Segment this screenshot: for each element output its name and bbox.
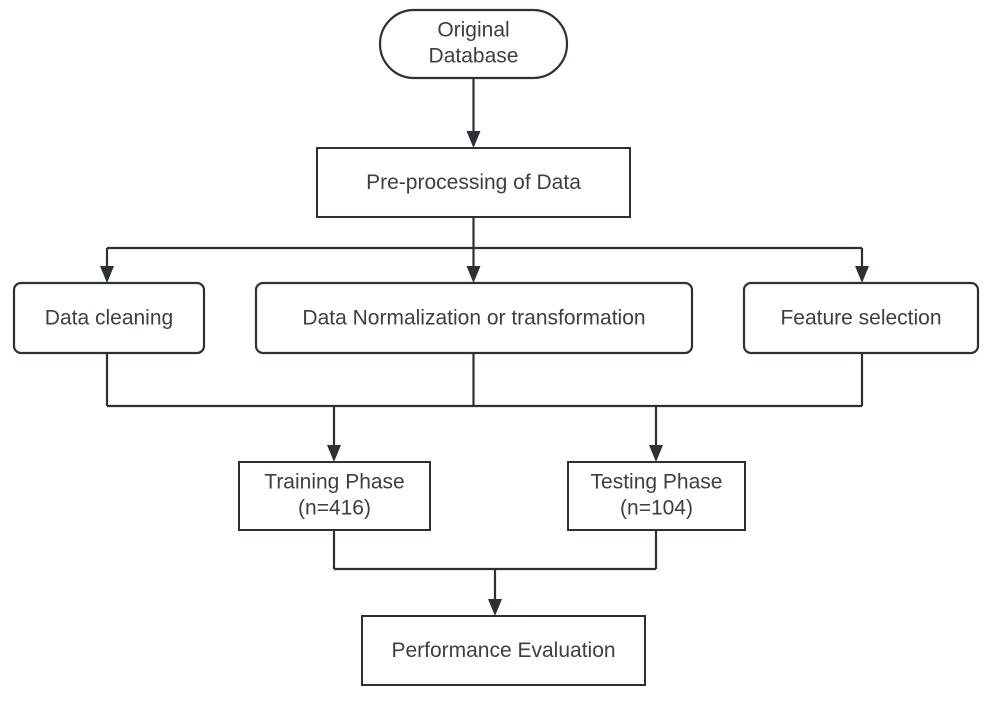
edge-preprocessing-to-feature-selection xyxy=(855,266,869,283)
node-feature-selection-shape[interactable] xyxy=(742,281,980,355)
node-preprocessing-shape[interactable] xyxy=(316,147,631,218)
arrow-head-icon xyxy=(488,599,502,616)
edge-merge-to-testing-phase xyxy=(649,445,663,462)
node-training-phase[interactable]: Training Phase (n=416) xyxy=(238,461,431,531)
node-feature-selection[interactable]: Feature selection xyxy=(742,281,980,355)
edge-phases-to-performance-evaluation xyxy=(332,530,658,616)
arrow-head-icon xyxy=(327,445,341,462)
node-testing-phase[interactable]: Testing Phase (n=104) xyxy=(567,461,746,531)
node-preprocessing[interactable]: Pre-processing of Data xyxy=(316,147,631,218)
arrow-head-icon xyxy=(649,445,663,462)
node-performance-evaluation[interactable]: Performance Evaluation xyxy=(361,615,646,686)
node-normalization[interactable]: Data Normalization or transformation xyxy=(254,281,694,355)
edge-preprocessing-to-normalization xyxy=(466,266,481,283)
node-performance-evaluation-shape[interactable] xyxy=(361,615,646,686)
arrow-head-icon xyxy=(100,266,114,283)
node-original-database[interactable]: Original Database xyxy=(378,8,569,80)
node-original-database-shape[interactable] xyxy=(378,8,569,80)
node-data-cleaning-shape[interactable] xyxy=(12,281,206,355)
node-data-cleaning[interactable]: Data cleaning xyxy=(12,281,206,355)
edge-preprocessing-branch-bus xyxy=(105,217,864,272)
arrow-head-icon xyxy=(466,266,481,283)
node-testing-phase-shape[interactable] xyxy=(567,461,746,531)
edge-original-database-to-preprocessing xyxy=(466,78,481,148)
node-normalization-shape[interactable] xyxy=(254,281,694,355)
edge-merge-to-training-phase xyxy=(327,445,341,462)
edge-preprocessing-to-data-cleaning xyxy=(100,266,114,283)
node-training-phase-shape[interactable] xyxy=(238,461,431,531)
arrow-head-icon xyxy=(855,266,869,283)
edge-middle-row-merge-bus xyxy=(105,353,864,451)
arrow-head-icon xyxy=(466,131,481,148)
